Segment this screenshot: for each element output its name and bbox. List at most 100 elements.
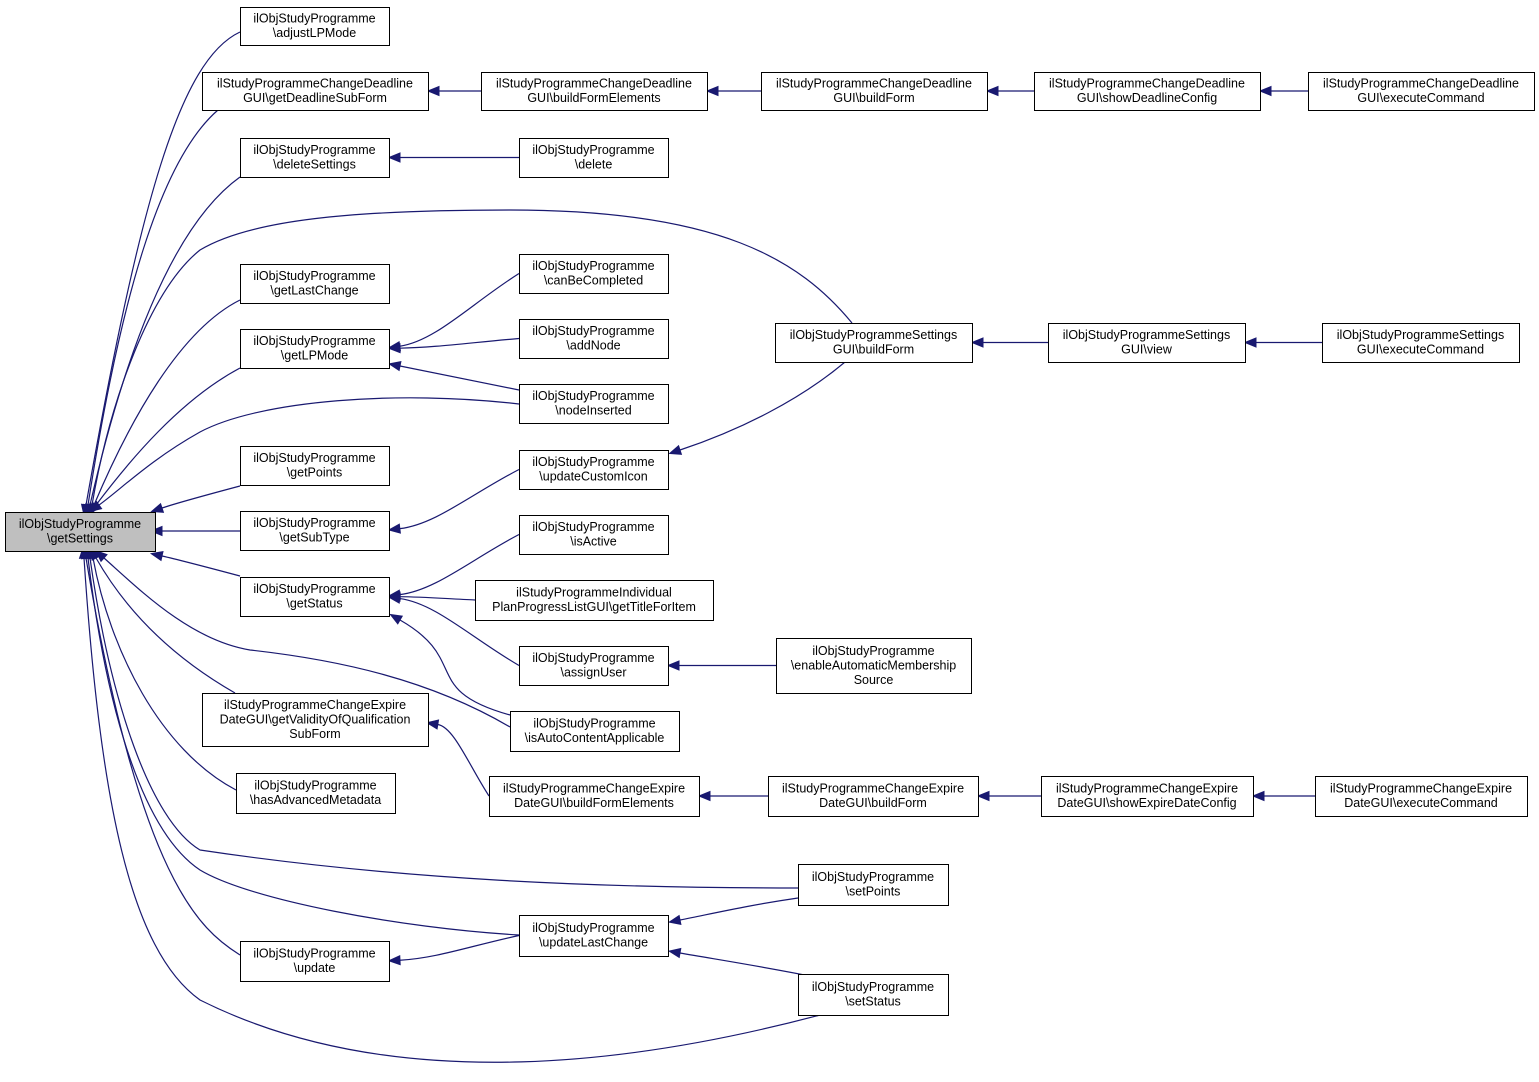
node-getTitleForItem[interactable]: ilStudyProgrammeIndividualPlanProgressLi… [475, 580, 714, 621]
edge-line [103, 557, 511, 728]
edge-getDeadlineSubForm-to-root [82, 109, 219, 518]
node-label-line: ilStudyProgrammeChangeExpire [224, 698, 406, 712]
edge-line [399, 365, 520, 391]
node-label-line: ilObjStudyProgramme [532, 921, 654, 935]
node-st_executeCommand[interactable]: ilObjStudyProgrammeSettingsGUI\executeCo… [1322, 323, 1520, 363]
edge-line [399, 619, 511, 716]
node-nodeInserted[interactable]: ilObjStudyProgramme\nodeInserted [519, 384, 669, 424]
node-label-line: \nodeInserted [555, 404, 631, 418]
edge-ex_buildFormElements-to-getValidityOfQualificationSubForm [425, 719, 490, 797]
node-label-line: DateGUI\showExpireDateConfig [1057, 796, 1236, 810]
node-label-line: ilStudyProgrammeChangeDeadline [217, 77, 413, 91]
node-updateCustomIcon[interactable]: ilObjStudyProgramme\updateCustomIcon [519, 450, 669, 490]
node-label-line: \assignUser [561, 666, 627, 680]
edge-line [87, 109, 219, 506]
node-label-line: ilObjStudyProgramme [812, 980, 934, 994]
node-label-line: ilObjStudyProgrammeSettings [1337, 328, 1504, 342]
node-isAutoContentApplicable[interactable]: ilObjStudyProgramme\isAutoContentApplica… [510, 711, 680, 752]
arrowhead-icon [387, 523, 401, 534]
node-box [1322, 323, 1520, 363]
edge-line [98, 397, 520, 506]
edge-getTitleForItem-to-getStatus [387, 591, 476, 602]
node-ex_buildForm[interactable]: ilStudyProgrammeChangeExpireDateGUI\buil… [768, 776, 979, 817]
node-label-line: ilObjStudyProgramme [253, 269, 375, 283]
node-label-line: \getStatus [286, 597, 342, 611]
edge-setPoints-to-updateLastChange [667, 897, 799, 926]
node-getLPMode[interactable]: ilObjStudyProgramme\getLPMode [240, 329, 390, 369]
edge-line [679, 897, 799, 921]
node-label-line: ilObjStudyProgramme [532, 651, 654, 665]
edge-canBeCompleted-to-getLPMode [387, 272, 520, 352]
node-label-line: \updateLastChange [539, 936, 648, 950]
node-label-line: ilObjStudyProgramme [253, 12, 375, 26]
node-getLastChange[interactable]: ilObjStudyProgramme\getLastChange [240, 264, 390, 304]
arrowhead-icon [387, 593, 401, 604]
node-getSubType[interactable]: ilObjStudyProgramme\getSubType [240, 511, 390, 551]
node-label-line: \hasAdvancedMetadata [250, 793, 381, 807]
node-label-line: \delete [575, 158, 613, 172]
node-label-line: GUI\executeCommand [1357, 91, 1484, 105]
node-box [240, 577, 390, 617]
node-label-line: \setPoints [846, 885, 901, 899]
node-update[interactable]: ilObjStudyProgramme\update [240, 941, 390, 982]
node-getStatus[interactable]: ilObjStudyProgramme\getStatus [240, 577, 390, 617]
edge-getLastChange-to-root [89, 299, 241, 517]
edge-ex_showExpireDateConfig-to-ex_buildForm [976, 790, 1041, 802]
node-dl_executeCommand[interactable]: ilStudyProgrammeChangeDeadlineGUI\execut… [1308, 72, 1535, 111]
node-dl_showDeadlineConfig[interactable]: ilStudyProgrammeChangeDeadlineGUI\showDe… [1034, 72, 1261, 111]
arrowhead-icon [78, 545, 90, 559]
edge-line [399, 337, 520, 349]
node-ex_executeCommand[interactable]: ilStudyProgrammeChangeExpireDateGUI\exec… [1315, 776, 1528, 817]
node-updateLastChange[interactable]: ilObjStudyProgramme\updateLastChange [519, 915, 669, 957]
node-root[interactable]: ilObjStudyProgramme\getSettings [5, 512, 156, 552]
node-getPoints[interactable]: ilObjStudyProgramme\getPoints [240, 446, 390, 486]
node-box [475, 580, 714, 621]
arrowhead-icon [387, 954, 401, 966]
node-box [240, 7, 390, 46]
node-label-line: ilObjStudyProgramme [812, 644, 934, 658]
edge-enableAutomaticMembershipSource-to-assignUser [666, 660, 776, 671]
node-getDeadlineSubForm[interactable]: ilStudyProgrammeChangeDeadlineGUI\getDea… [202, 72, 429, 111]
node-box [240, 511, 390, 551]
arrowhead-icon [88, 500, 103, 513]
node-box [761, 72, 988, 111]
arrowhead-icon [705, 85, 719, 97]
arrowhead-icon [387, 360, 402, 372]
node-box [776, 638, 972, 694]
node-label-line: \deleteSettings [273, 158, 356, 172]
node-adjustLPMode[interactable]: ilObjStudyProgramme\adjustLPMode [240, 7, 390, 46]
node-ex_buildFormElements[interactable]: ilStudyProgrammeChangeExpireDateGUI\buil… [489, 776, 700, 817]
node-canBeCompleted[interactable]: ilObjStudyProgramme\canBeCompleted [519, 254, 669, 294]
node-delete[interactable]: ilObjStudyProgramme\delete [519, 138, 669, 178]
node-isActive[interactable]: ilObjStudyProgramme\isActive [519, 515, 669, 555]
node-box [519, 138, 669, 178]
node-label-line: GUI\buildForm [833, 91, 914, 105]
arrowhead-icon [667, 947, 682, 959]
node-hasAdvancedMetadata[interactable]: ilObjStudyProgramme\hasAdvancedMetadata [236, 773, 396, 814]
node-dl_buildForm[interactable]: ilStudyProgrammeChangeDeadlineGUI\buildF… [761, 72, 988, 111]
edge-line [399, 596, 476, 601]
node-label-line: DateGUI\buildFormElements [514, 796, 674, 810]
node-label-line: ilObjStudyProgramme [253, 143, 375, 157]
node-getValidityOfQualificationSubForm[interactable]: ilStudyProgrammeChangeExpireDateGUI\getV… [202, 693, 429, 747]
node-assignUser[interactable]: ilObjStudyProgramme\assignUser [519, 646, 669, 686]
edge-line [161, 485, 241, 509]
edge-line [89, 557, 799, 889]
node-deleteSettings[interactable]: ilObjStudyProgramme\deleteSettings [240, 138, 390, 178]
node-ex_showExpireDateConfig[interactable]: ilStudyProgrammeChangeExpireDateGUI\show… [1041, 776, 1254, 817]
node-setStatus[interactable]: ilObjStudyProgramme\setStatus [798, 974, 949, 1016]
node-enableAutomaticMembershipSource[interactable]: ilObjStudyProgramme\enableAutomaticMembe… [776, 638, 972, 694]
arrowhead-icon [387, 342, 401, 354]
arrowhead-icon [976, 790, 990, 802]
node-dl_buildFormElements[interactable]: ilStudyProgrammeChangeDeadlineGUI\buildF… [481, 72, 708, 111]
node-addNode[interactable]: ilObjStudyProgramme\addNode [519, 319, 669, 359]
arrowhead-icon [149, 525, 163, 537]
node-layer: ilObjStudyProgramme\getSettings ilObjStud… [5, 7, 1535, 1016]
node-setPoints[interactable]: ilObjStudyProgramme\setPoints [798, 864, 949, 906]
edge-getSubType-to-root [149, 525, 240, 537]
edge-dl_showDeadlineConfig-to-dl_buildForm [985, 85, 1034, 97]
arrowhead-icon [1251, 790, 1265, 802]
edge-line [85, 31, 241, 506]
